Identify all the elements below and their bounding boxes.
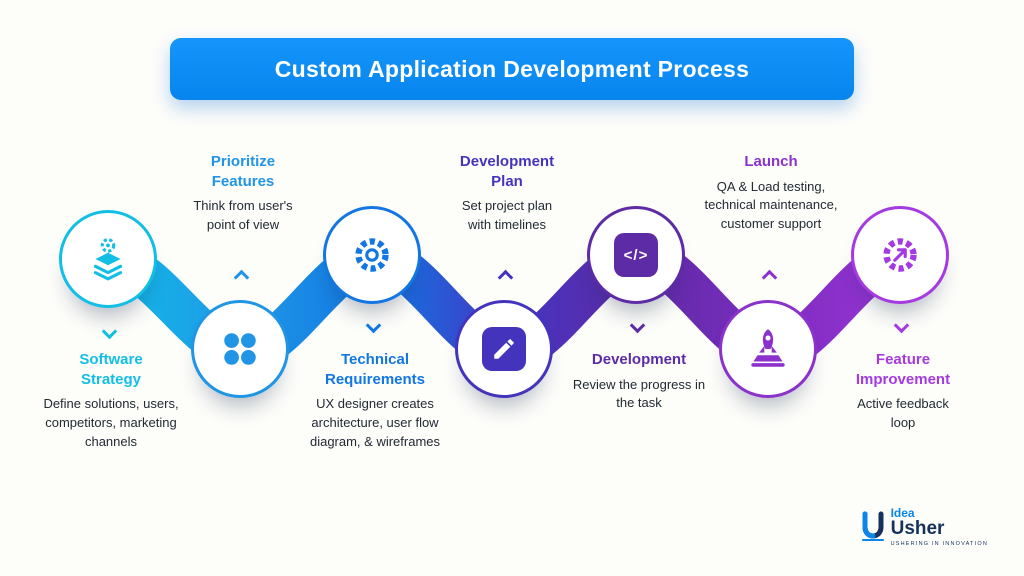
- logo-text: Idea Usher USHERING IN INNOVATION: [891, 507, 988, 548]
- gear-arrow-icon: [883, 238, 917, 272]
- step-7-title: Feature Improvement: [855, 351, 951, 388]
- step-7-circle: [851, 206, 949, 304]
- logo-tagline: USHERING IN INNOVATION: [890, 541, 988, 548]
- step-3-description: UX designer creates architecture, user f…: [309, 396, 441, 449]
- step-3-text: Technical Requirements UX designer creat…: [285, 350, 465, 452]
- step-5-circle: </>: [587, 206, 685, 304]
- grid-dots-icon: [224, 333, 256, 365]
- step-5-text: Development Review the progress in the t…: [549, 350, 729, 413]
- step-1-text: Software Strategy Define solutions, user…: [26, 350, 196, 452]
- layers-gear-icon: [93, 238, 123, 281]
- step-2-text: Prioritize Features Think from user's po…: [168, 152, 318, 235]
- step-6-circle: [719, 300, 817, 398]
- step-1-circle: [59, 210, 157, 308]
- step-2-circle: [191, 300, 289, 398]
- ideausher-logo: Idea Usher USHERING IN INNOVATION: [860, 507, 988, 548]
- step-7-text: Feature Improvement Active feedback loop: [818, 350, 988, 433]
- step-1-title: Software Strategy: [79, 351, 143, 388]
- rocket-laptop-icon: [751, 329, 785, 367]
- step-5-description: Review the progress in the task: [572, 376, 706, 411]
- step-6-title: Launch: [744, 153, 798, 170]
- step-4-text: Development Plan Set project plan with t…: [432, 152, 582, 235]
- page-title: Custom Application Development Process: [274, 55, 750, 82]
- step-4-circle: [455, 300, 553, 398]
- step-4-description: Set project plan with timelines: [461, 198, 553, 232]
- step-7-description: Active feedback loop: [857, 396, 949, 430]
- step-5-title: Development: [591, 351, 687, 368]
- step-2-description: Think from user's point of view: [193, 198, 293, 232]
- title-banner: Custom Application Development Process: [170, 38, 854, 100]
- pencil-board-icon: [482, 327, 526, 371]
- code-icon: </>: [614, 233, 658, 277]
- logo-word-idea: Idea: [890, 505, 915, 520]
- logo-word-usher: Usher: [890, 518, 945, 540]
- step-6-description: QA & Load testing, technical maintenance…: [704, 178, 838, 232]
- step-2-title: Prioritize Features: [210, 153, 276, 190]
- step-1-description: Define solutions, users, competitors, ma…: [43, 396, 179, 449]
- step-4-title: Development Plan: [459, 153, 555, 190]
- gear-icon: [355, 238, 389, 272]
- logo-u-icon: [861, 511, 884, 542]
- step-3-title: Technical Requirements: [324, 351, 426, 388]
- step-3-circle: [323, 206, 421, 304]
- step-6-text: Launch QA & Load testing, technical main…: [681, 152, 861, 234]
- code-glyph: </>: [623, 246, 649, 264]
